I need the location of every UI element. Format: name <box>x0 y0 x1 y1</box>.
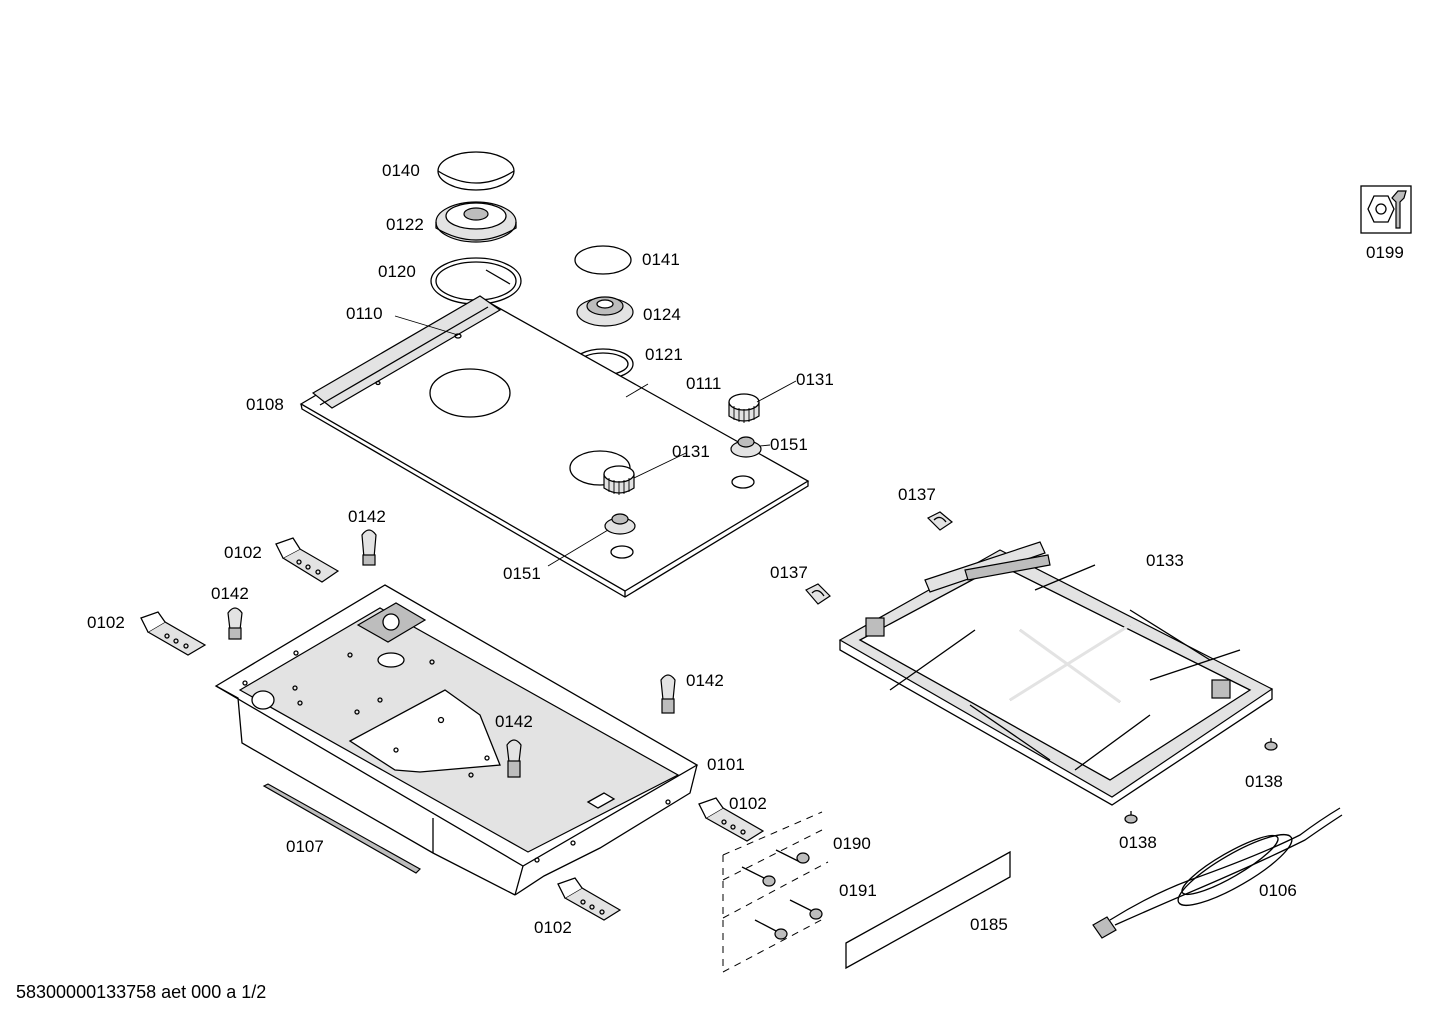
label-0102-a: 0102 <box>224 543 262 562</box>
label-0141: 0141 <box>642 250 680 269</box>
foot-b <box>227 607 243 640</box>
grid-clip-a <box>926 511 954 531</box>
knob-bezel-left <box>604 513 636 535</box>
label-0102-c: 0102 <box>729 794 767 813</box>
label-0131-left: 0131 <box>672 442 710 461</box>
label-0122: 0122 <box>386 215 424 234</box>
nut-and-wrench-icon <box>1360 185 1412 234</box>
seal-strip <box>262 783 421 874</box>
label-0142-d: 0142 <box>495 712 533 731</box>
foot-c <box>660 674 676 714</box>
label-0131-right: 0131 <box>796 370 834 389</box>
grid-clip-b <box>805 583 831 605</box>
burner-head-large <box>435 201 517 243</box>
rubber-buffer-b <box>1124 811 1138 824</box>
label-0133: 0133 <box>1146 551 1184 570</box>
foot-a <box>361 529 377 566</box>
clamp-bracket-d <box>557 877 622 921</box>
burner-cap-small <box>574 245 632 275</box>
label-0185: 0185 <box>970 915 1008 934</box>
label-0121: 0121 <box>645 345 683 364</box>
clamp-bracket-a <box>275 537 340 583</box>
label-0190: 0190 <box>833 834 871 853</box>
burner-ring-large <box>430 257 522 305</box>
label-0191: 0191 <box>839 881 877 900</box>
control-knob-right <box>728 393 760 423</box>
burner-cap-large <box>437 151 515 191</box>
label-0120: 0120 <box>378 262 416 281</box>
pan-support-grid <box>838 541 1274 806</box>
label-0142-c: 0142 <box>686 671 724 690</box>
rating-label-sheet <box>845 850 1011 970</box>
label-0102-d: 0102 <box>534 918 572 937</box>
leader-lines <box>394 315 797 567</box>
screw-set-outline <box>722 811 829 973</box>
screw-a <box>775 849 810 864</box>
screw-c <box>789 899 823 920</box>
rubber-buffer-a <box>1264 738 1278 751</box>
label-0199: 0199 <box>1366 243 1404 262</box>
label-0107: 0107 <box>286 837 324 856</box>
burner-head-small <box>576 296 634 327</box>
label-0142-b: 0142 <box>211 584 249 603</box>
base-tray <box>214 584 699 896</box>
foot-d <box>506 739 522 778</box>
screw-d <box>754 919 788 940</box>
label-0137-b: 0137 <box>770 563 808 582</box>
label-0101: 0101 <box>707 755 745 774</box>
label-0140: 0140 <box>382 161 420 180</box>
label-0108: 0108 <box>246 395 284 414</box>
label-0151-left: 0151 <box>503 564 541 583</box>
label-0110: 0110 <box>346 304 383 323</box>
power-cable <box>1092 807 1343 939</box>
document-reference: 58300000133758 aet 000 a 1/2 <box>16 982 266 1002</box>
label-0102-b: 0102 <box>87 613 125 632</box>
label-0142-a: 0142 <box>348 507 386 526</box>
label-0137-a: 0137 <box>898 485 936 504</box>
clamp-bracket-b <box>140 611 207 656</box>
label-0124: 0124 <box>643 305 681 324</box>
screw-b <box>741 866 776 887</box>
label-0151-right: 0151 <box>770 435 808 454</box>
label-0106: 0106 <box>1259 881 1297 900</box>
control-knob-left <box>603 465 635 495</box>
clamp-bracket-c <box>698 797 765 842</box>
label-0111: 0111 <box>686 374 721 393</box>
knob-bezel-right <box>730 436 762 458</box>
label-0138-b: 0138 <box>1119 833 1157 852</box>
label-0138-a: 0138 <box>1245 772 1283 791</box>
